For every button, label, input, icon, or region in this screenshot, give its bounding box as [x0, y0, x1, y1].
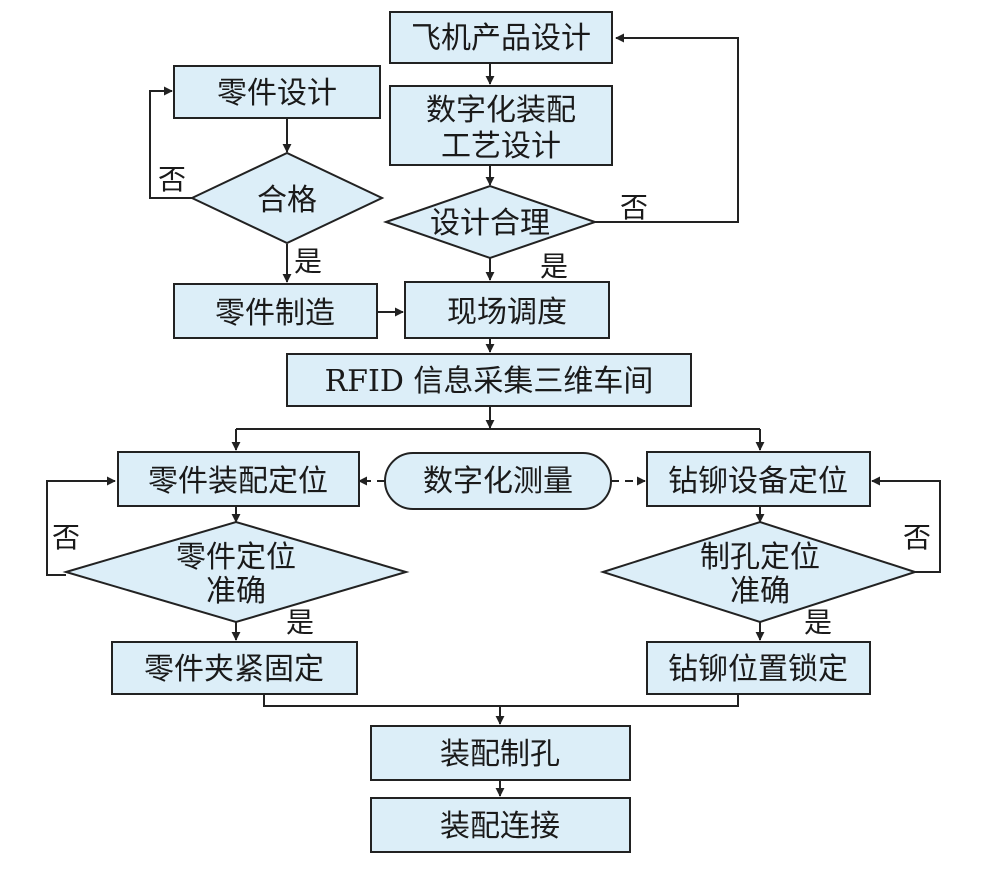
svg-text:工艺设计: 工艺设计: [441, 129, 561, 164]
node-rfid: RFID 信息采集三维车间: [286, 353, 692, 407]
svg-text:制孔定位: 制孔定位: [700, 540, 820, 575]
node-part-manufacture: 零件制造: [173, 283, 378, 339]
label-yes-design: 是: [540, 250, 568, 283]
decision-hole-position-accurate: 制孔定位 准确: [599, 520, 919, 624]
svg-text:合格: 合格: [257, 183, 317, 218]
node-part-clamp-fix: 零件夹紧固定: [111, 641, 358, 695]
edge-partcheck-no-loop: [46, 476, 116, 576]
label-yes-qualified: 是: [294, 245, 322, 278]
node-drill-rivet-positioning: 钻铆设备定位: [646, 451, 871, 507]
decision-design-reasonable: 设计合理: [382, 184, 599, 260]
label-no-qualified: 否: [158, 163, 186, 196]
node-digital-measurement: 数字化测量: [384, 452, 612, 510]
node-part-assembly-positioning: 零件装配定位: [117, 451, 360, 507]
label-no-hole: 否: [903, 521, 931, 554]
svg-text:装配连接: 装配连接: [440, 809, 560, 844]
svg-text:数字化装配: 数字化装配: [426, 93, 576, 128]
node-onsite-dispatch: 现场调度: [404, 281, 610, 339]
svg-text:钻铆位置锁定: 钻铆位置锁定: [668, 652, 848, 687]
svg-text:准确: 准确: [206, 574, 266, 609]
svg-text:RFID 信息采集三维车间: RFID 信息采集三维车间: [325, 364, 654, 399]
label-yes-hole: 是: [804, 606, 832, 639]
svg-text:零件夹紧固定: 零件夹紧固定: [144, 652, 324, 687]
label-yes-part: 是: [286, 606, 314, 639]
edges: [46, 33, 941, 797]
node-aircraft-design: 飞机产品设计: [389, 11, 613, 64]
node-drill-rivet-lock: 钻铆位置锁定: [646, 641, 871, 695]
svg-text:钻铆设备定位: 钻铆设备定位: [668, 464, 848, 499]
svg-text:零件装配定位: 零件装配定位: [148, 464, 328, 499]
svg-text:现场调度: 现场调度: [447, 295, 567, 330]
svg-text:飞机产品设计: 飞机产品设计: [411, 21, 591, 56]
edge-holecheck-no-loop: [871, 476, 941, 573]
decision-qualified: 合格: [189, 151, 385, 245]
node-assembly-drilling: 装配制孔: [370, 725, 631, 781]
node-digital-assembly-design: 数字化装配 工艺设计: [389, 85, 613, 166]
svg-text:零件设计: 零件设计: [217, 76, 337, 111]
label-no-design: 否: [620, 191, 648, 224]
svg-text:零件定位: 零件定位: [176, 540, 296, 575]
svg-text:设计合理: 设计合理: [430, 206, 550, 241]
label-no-part: 否: [52, 521, 80, 554]
node-assembly-joining: 装配连接: [370, 797, 631, 853]
svg-text:装配制孔: 装配制孔: [440, 737, 560, 772]
svg-text:准确: 准确: [730, 574, 790, 609]
edge-check-no-loop: [595, 33, 739, 223]
decision-part-position-accurate: 零件定位 准确: [62, 520, 410, 624]
svg-text:数字化测量: 数字化测量: [423, 464, 573, 499]
edge-qualified-no-loop: [149, 86, 192, 199]
node-part-design: 零件设计: [173, 65, 381, 119]
svg-text:零件制造: 零件制造: [215, 296, 335, 331]
